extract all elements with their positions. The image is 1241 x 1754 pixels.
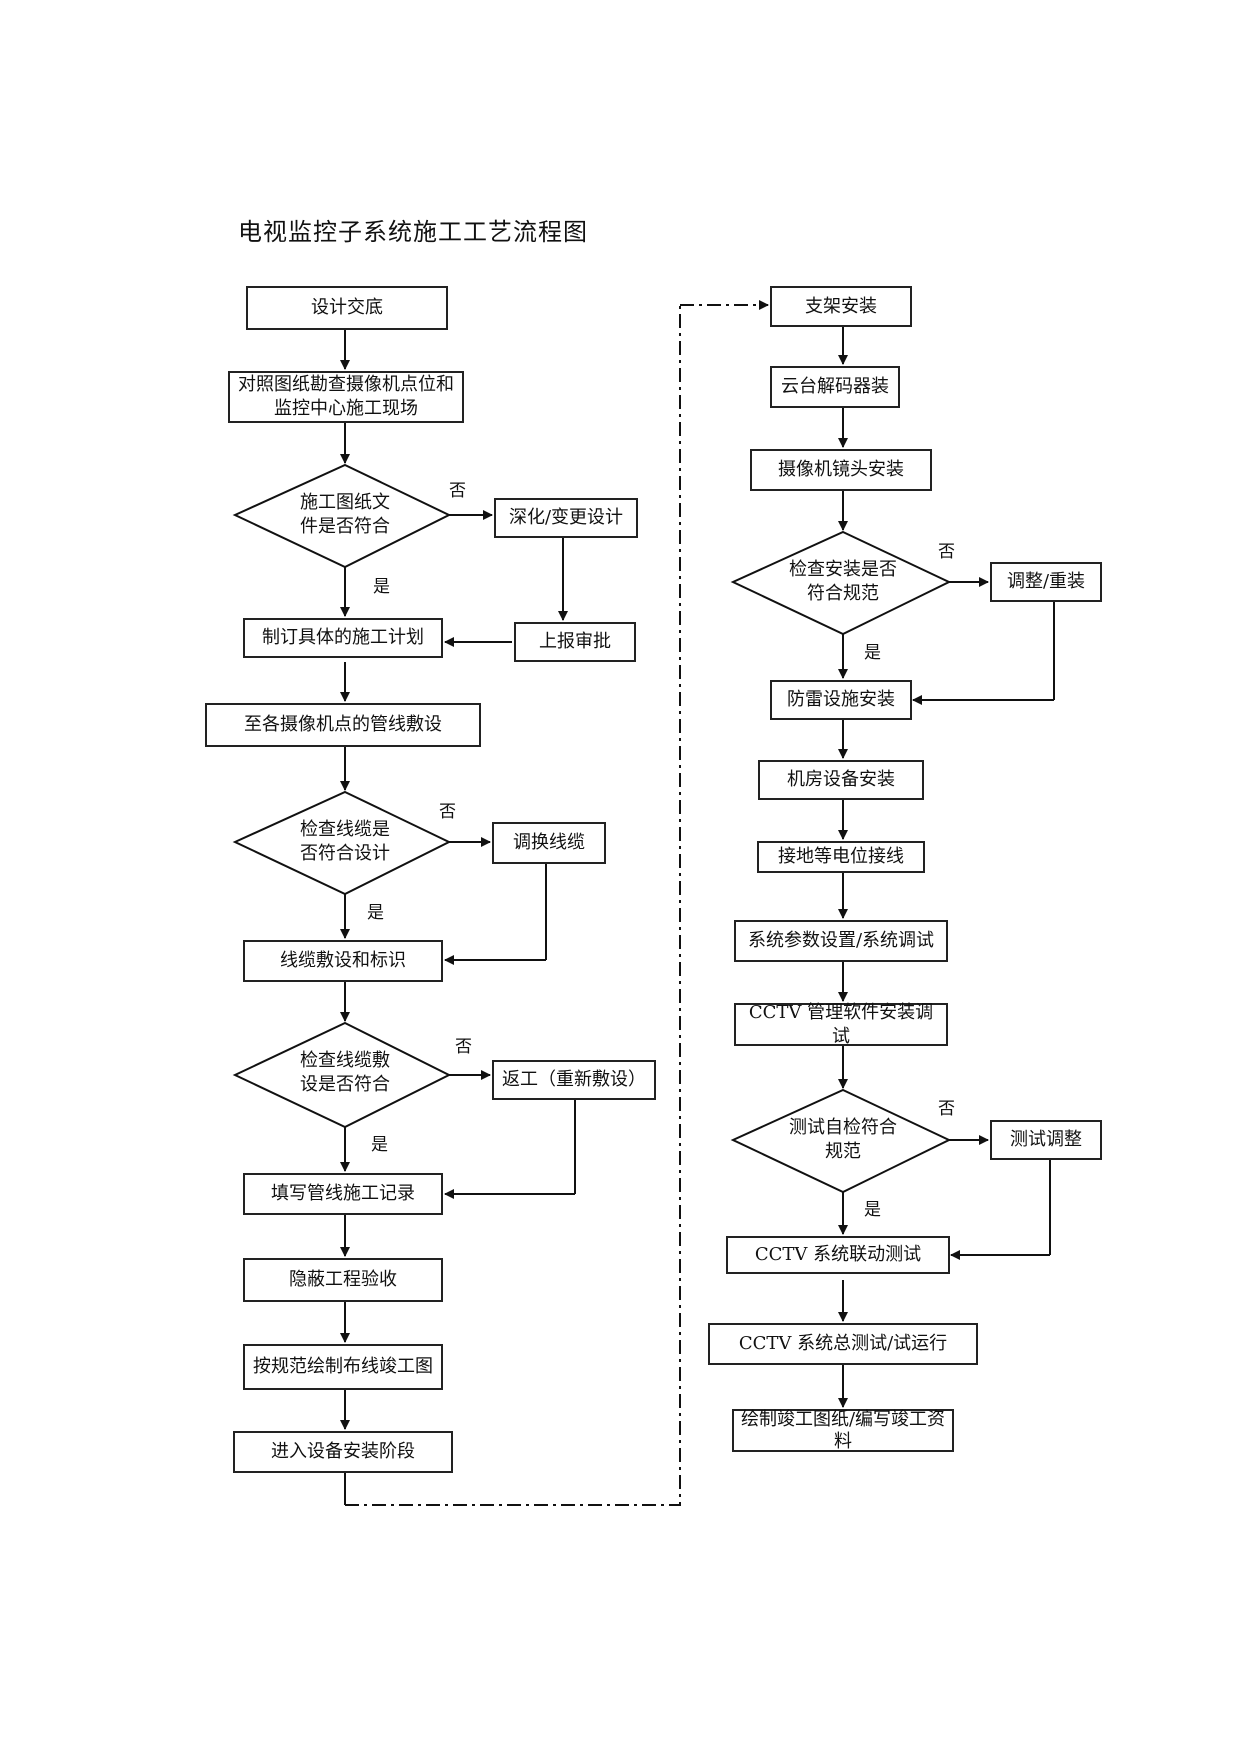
- decision-install-compliant: 检查安装是否符合规范: [789, 559, 897, 604]
- node-pipeline-laying: 至各摄像机点的管线敷设: [205, 703, 481, 747]
- node-camera-lens: 摄像机镜头安装: [750, 449, 932, 491]
- label-yes: 是: [864, 1200, 881, 1220]
- label-no: 否: [439, 802, 456, 822]
- decision-diamond: [730, 530, 952, 636]
- label-yes: 是: [373, 577, 390, 597]
- label-no: 否: [938, 1099, 955, 1119]
- node-concealed-acceptance: 隐蔽工程验收: [243, 1258, 443, 1302]
- node-rework: 返工（重新敷设）: [492, 1060, 656, 1100]
- node-deepen-design: 深化/变更设计: [494, 498, 638, 538]
- node-test-adjust: 测试调整: [990, 1120, 1102, 1160]
- node-lightning-protection: 防雷设施安装: [770, 680, 912, 720]
- node-replace-cable: 调换线缆: [492, 822, 606, 864]
- label-no: 否: [455, 1037, 472, 1057]
- node-cctv-linkage: CCTV 系统联动测试: [726, 1236, 950, 1274]
- node-ptz-decoder: 云台解码器装: [770, 366, 900, 408]
- decision-diamond: [730, 1088, 952, 1194]
- decision-drawings-compliant: 施工图纸文件是否符合: [300, 492, 390, 537]
- node-design-briefing: 设计交底: [246, 286, 448, 330]
- label-yes: 是: [367, 903, 384, 923]
- node-asbuilt-drawing: 按规范绘制布线竣工图: [243, 1344, 443, 1390]
- node-completion-docs: 绘制竣工图纸/编写竣工资料: [732, 1409, 954, 1452]
- label-yes: 是: [371, 1135, 388, 1155]
- node-cctv-software: CCTV 管理软件安装调试: [734, 1002, 948, 1047]
- node-cctv-total-test: CCTV 系统总测试/试运行: [708, 1323, 978, 1365]
- label-no: 否: [938, 542, 955, 562]
- label-no: 否: [449, 481, 466, 501]
- decision-laying-compliant: 检查线缆敷设是否符合: [300, 1050, 390, 1095]
- decision-selftest-compliant: 测试自检符合规范: [789, 1117, 897, 1162]
- decision-diamond: [232, 463, 452, 569]
- node-pipeline-record: 填写管线施工记录: [243, 1173, 443, 1215]
- node-machine-room: 机房设备安装: [758, 760, 924, 800]
- decision-cable-compliant: 检查线缆是否符合设计: [300, 819, 390, 864]
- node-site-survey: 对照图纸勘查摄像机点位和监控中心施工现场: [228, 371, 464, 423]
- node-construction-plan: 制订具体的施工计划: [243, 618, 443, 658]
- node-grounding: 接地等电位接线: [757, 841, 925, 873]
- node-equipment-stage: 进入设备安装阶段: [233, 1431, 453, 1473]
- node-bracket-install: 支架安装: [770, 286, 912, 327]
- node-cable-labeling: 线缆敷设和标识: [243, 940, 443, 982]
- page-title: 电视监控子系统施工工艺流程图: [238, 218, 588, 246]
- node-submit-approval: 上报审批: [514, 622, 636, 662]
- decision-diamond: [232, 1021, 452, 1129]
- node-system-params: 系统参数设置/系统调试: [734, 920, 948, 962]
- node-adjust-reinstall: 调整/重装: [990, 562, 1102, 602]
- decision-diamond: [232, 790, 452, 896]
- label-yes: 是: [864, 643, 881, 663]
